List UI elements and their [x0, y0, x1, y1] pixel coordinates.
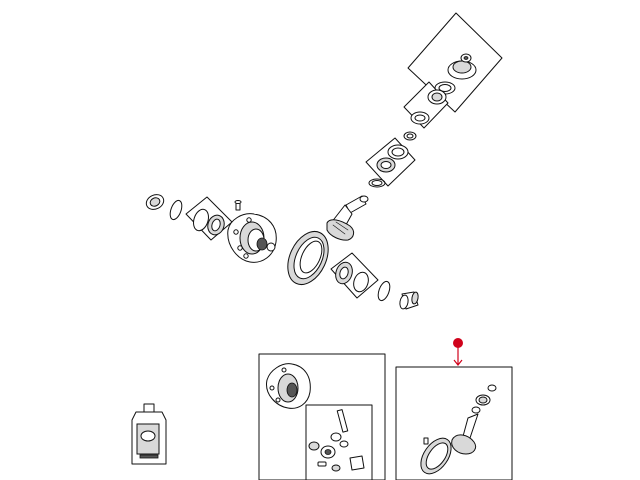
collapsible-spacer[interactable]	[368, 178, 386, 188]
bearing-left[interactable]	[185, 196, 233, 241]
case-bolt[interactable]	[234, 200, 242, 211]
selection-marker	[453, 338, 463, 366]
bearing-right[interactable]	[330, 252, 379, 299]
ring-and-pinion-kit[interactable]	[395, 366, 513, 480]
shim-left[interactable]	[168, 199, 184, 221]
pinion-bearing-inner[interactable]	[365, 137, 416, 187]
ring-gear[interactable]	[280, 225, 336, 291]
selected-pin-icon[interactable]	[453, 338, 463, 348]
pinion-bearing-outer[interactable]	[403, 81, 449, 129]
gear-oil-bottle[interactable]	[131, 403, 167, 465]
pinion-seal[interactable]	[403, 131, 417, 141]
bearing-cup-left[interactable]	[144, 192, 166, 212]
differential-case[interactable]	[227, 213, 277, 263]
adjuster-right[interactable]	[399, 291, 419, 310]
shim-right[interactable]	[376, 280, 392, 302]
differential-internals-kit[interactable]	[305, 404, 373, 480]
pinion-gear[interactable]	[326, 195, 369, 241]
